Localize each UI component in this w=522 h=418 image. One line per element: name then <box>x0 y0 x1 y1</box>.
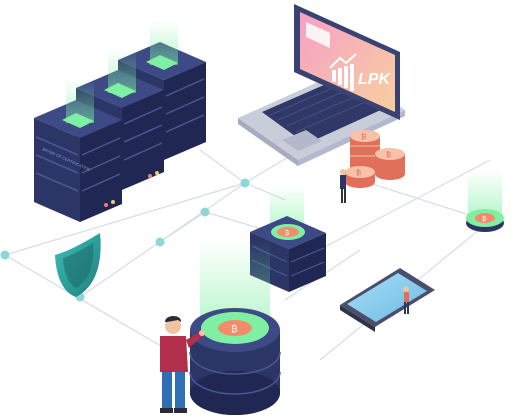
network-nodes <box>0 178 250 302</box>
bitcoin-icon: ₿ <box>386 151 391 159</box>
person-front <box>160 316 205 413</box>
person-small-laptop <box>340 169 346 203</box>
bitcoin-icon: ₿ <box>361 133 366 141</box>
shield-icon <box>55 233 101 297</box>
laptop: LPK <box>238 4 405 166</box>
chart-icon <box>329 53 357 91</box>
coin-stack-3: ₿ <box>345 166 375 188</box>
coin-stacks: ₿ ₿ ₿ <box>345 130 405 188</box>
bitcoin-icon: ₿ <box>231 324 238 334</box>
laptop-brand-text: LPK <box>358 71 391 88</box>
smartphone <box>340 268 435 332</box>
node-right: ₿ <box>466 170 504 232</box>
coin-stack-2: ₿ <box>375 148 405 180</box>
database-node: ₿ <box>189 240 281 415</box>
bitcoin-icon: ₿ <box>285 230 290 237</box>
bitcoin-icon: ₿ <box>356 169 361 177</box>
server-rack-1: BRAND OF CERTIFICATION <box>34 78 122 222</box>
bitcoin-icon: ₿ <box>482 216 487 223</box>
